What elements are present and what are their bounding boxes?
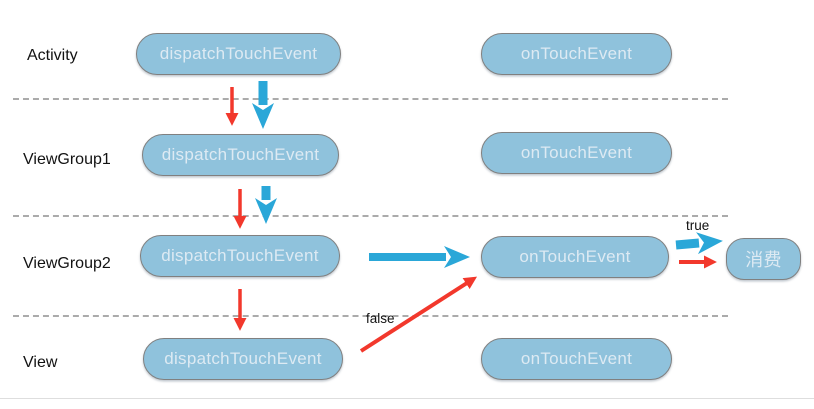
bottom-border-line <box>0 398 814 399</box>
pill-viewgroup2-dispatchtouchevent: dispatchTouchEvent <box>140 235 340 277</box>
pill-activity-ontouchevent: onTouchEvent <box>481 33 672 75</box>
pill-view-ontouchevent: onTouchEvent <box>481 338 672 380</box>
pill-viewgroup1-ontouchevent: onTouchEvent <box>481 132 672 174</box>
edge-label-false: false <box>366 311 395 326</box>
row-divider-1 <box>13 98 728 100</box>
row-divider-2 <box>13 215 728 217</box>
row-label-view: View <box>23 354 58 371</box>
pill-view-dispatchtouchevent: dispatchTouchEvent <box>143 338 343 380</box>
row-label-viewgroup1: ViewGroup1 <box>23 151 111 168</box>
pill-consume: 消费 <box>726 238 801 280</box>
arrow-blue-true-ontouch-to-consume <box>675 232 723 255</box>
edge-label-true: true <box>686 218 710 233</box>
pill-activity-dispatchtouchevent: dispatchTouchEvent <box>136 33 341 75</box>
pill-viewgroup2-ontouchevent: onTouchEvent <box>481 236 669 278</box>
row-label-viewgroup2: ViewGroup2 <box>23 255 111 272</box>
row-label-activity: Activity <box>27 47 78 64</box>
pill-viewgroup1-dispatchtouchevent: dispatchTouchEvent <box>142 134 339 176</box>
